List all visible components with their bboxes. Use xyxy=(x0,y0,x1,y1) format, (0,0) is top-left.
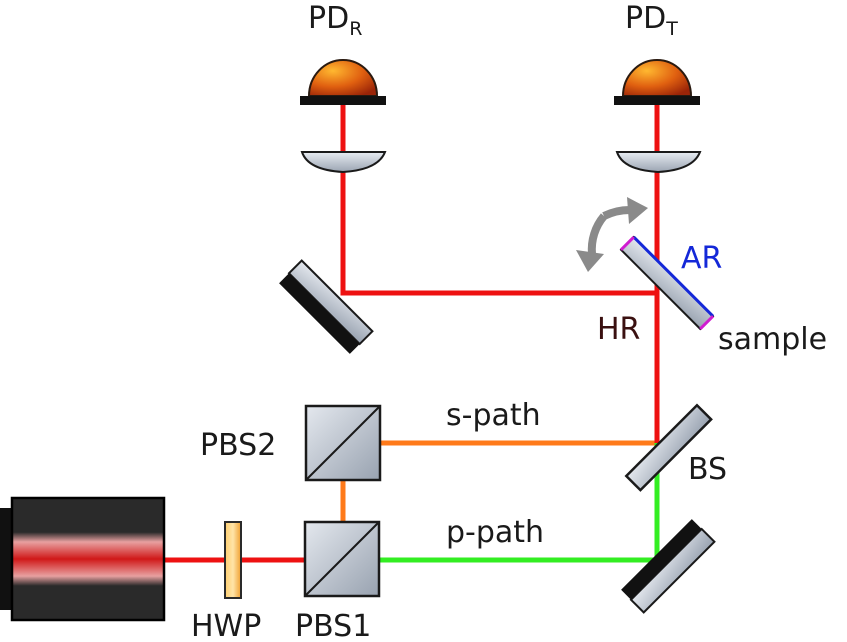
pd-r-label-main: PD xyxy=(308,1,349,36)
photodiode-transmitted xyxy=(614,59,700,105)
pd-t-label-sub: T xyxy=(665,18,678,40)
pd-t-label-main: PD xyxy=(625,1,666,36)
hr-coating-right xyxy=(699,315,715,331)
hr-coating-left xyxy=(619,235,635,251)
pd-r-label: PDR xyxy=(308,1,362,40)
p-path-label: p-path xyxy=(446,515,544,550)
pd-t-label: PDT xyxy=(625,1,678,40)
pbs2-cube xyxy=(304,404,382,482)
ar-coating-line xyxy=(632,235,715,318)
pd-r-label-sub: R xyxy=(349,18,362,40)
beam-paths xyxy=(165,100,660,563)
rotation-arrow-icon xyxy=(576,197,648,272)
hwp-label: HWP xyxy=(191,609,261,642)
beam-splitter xyxy=(624,403,713,492)
beam-reflected xyxy=(340,100,657,296)
sample-label: sample xyxy=(718,322,827,357)
laser-source xyxy=(0,496,166,622)
lens-transmitted xyxy=(615,151,702,174)
half-wave-plate xyxy=(224,521,242,599)
photodiode-reflected xyxy=(300,59,386,105)
hr-label: HR xyxy=(597,312,640,347)
mirror-bottom-right xyxy=(621,519,716,614)
pbs1-cube xyxy=(303,520,381,598)
s-path-label: s-path xyxy=(446,398,541,433)
mirror-upper-left xyxy=(279,259,374,354)
bs-label: BS xyxy=(688,452,727,487)
sample xyxy=(619,235,715,331)
lens-reflected xyxy=(300,151,387,174)
ar-label: AR xyxy=(681,241,722,276)
pbs2-label: PBS2 xyxy=(200,428,276,463)
pbs1-label: PBS1 xyxy=(295,609,371,642)
